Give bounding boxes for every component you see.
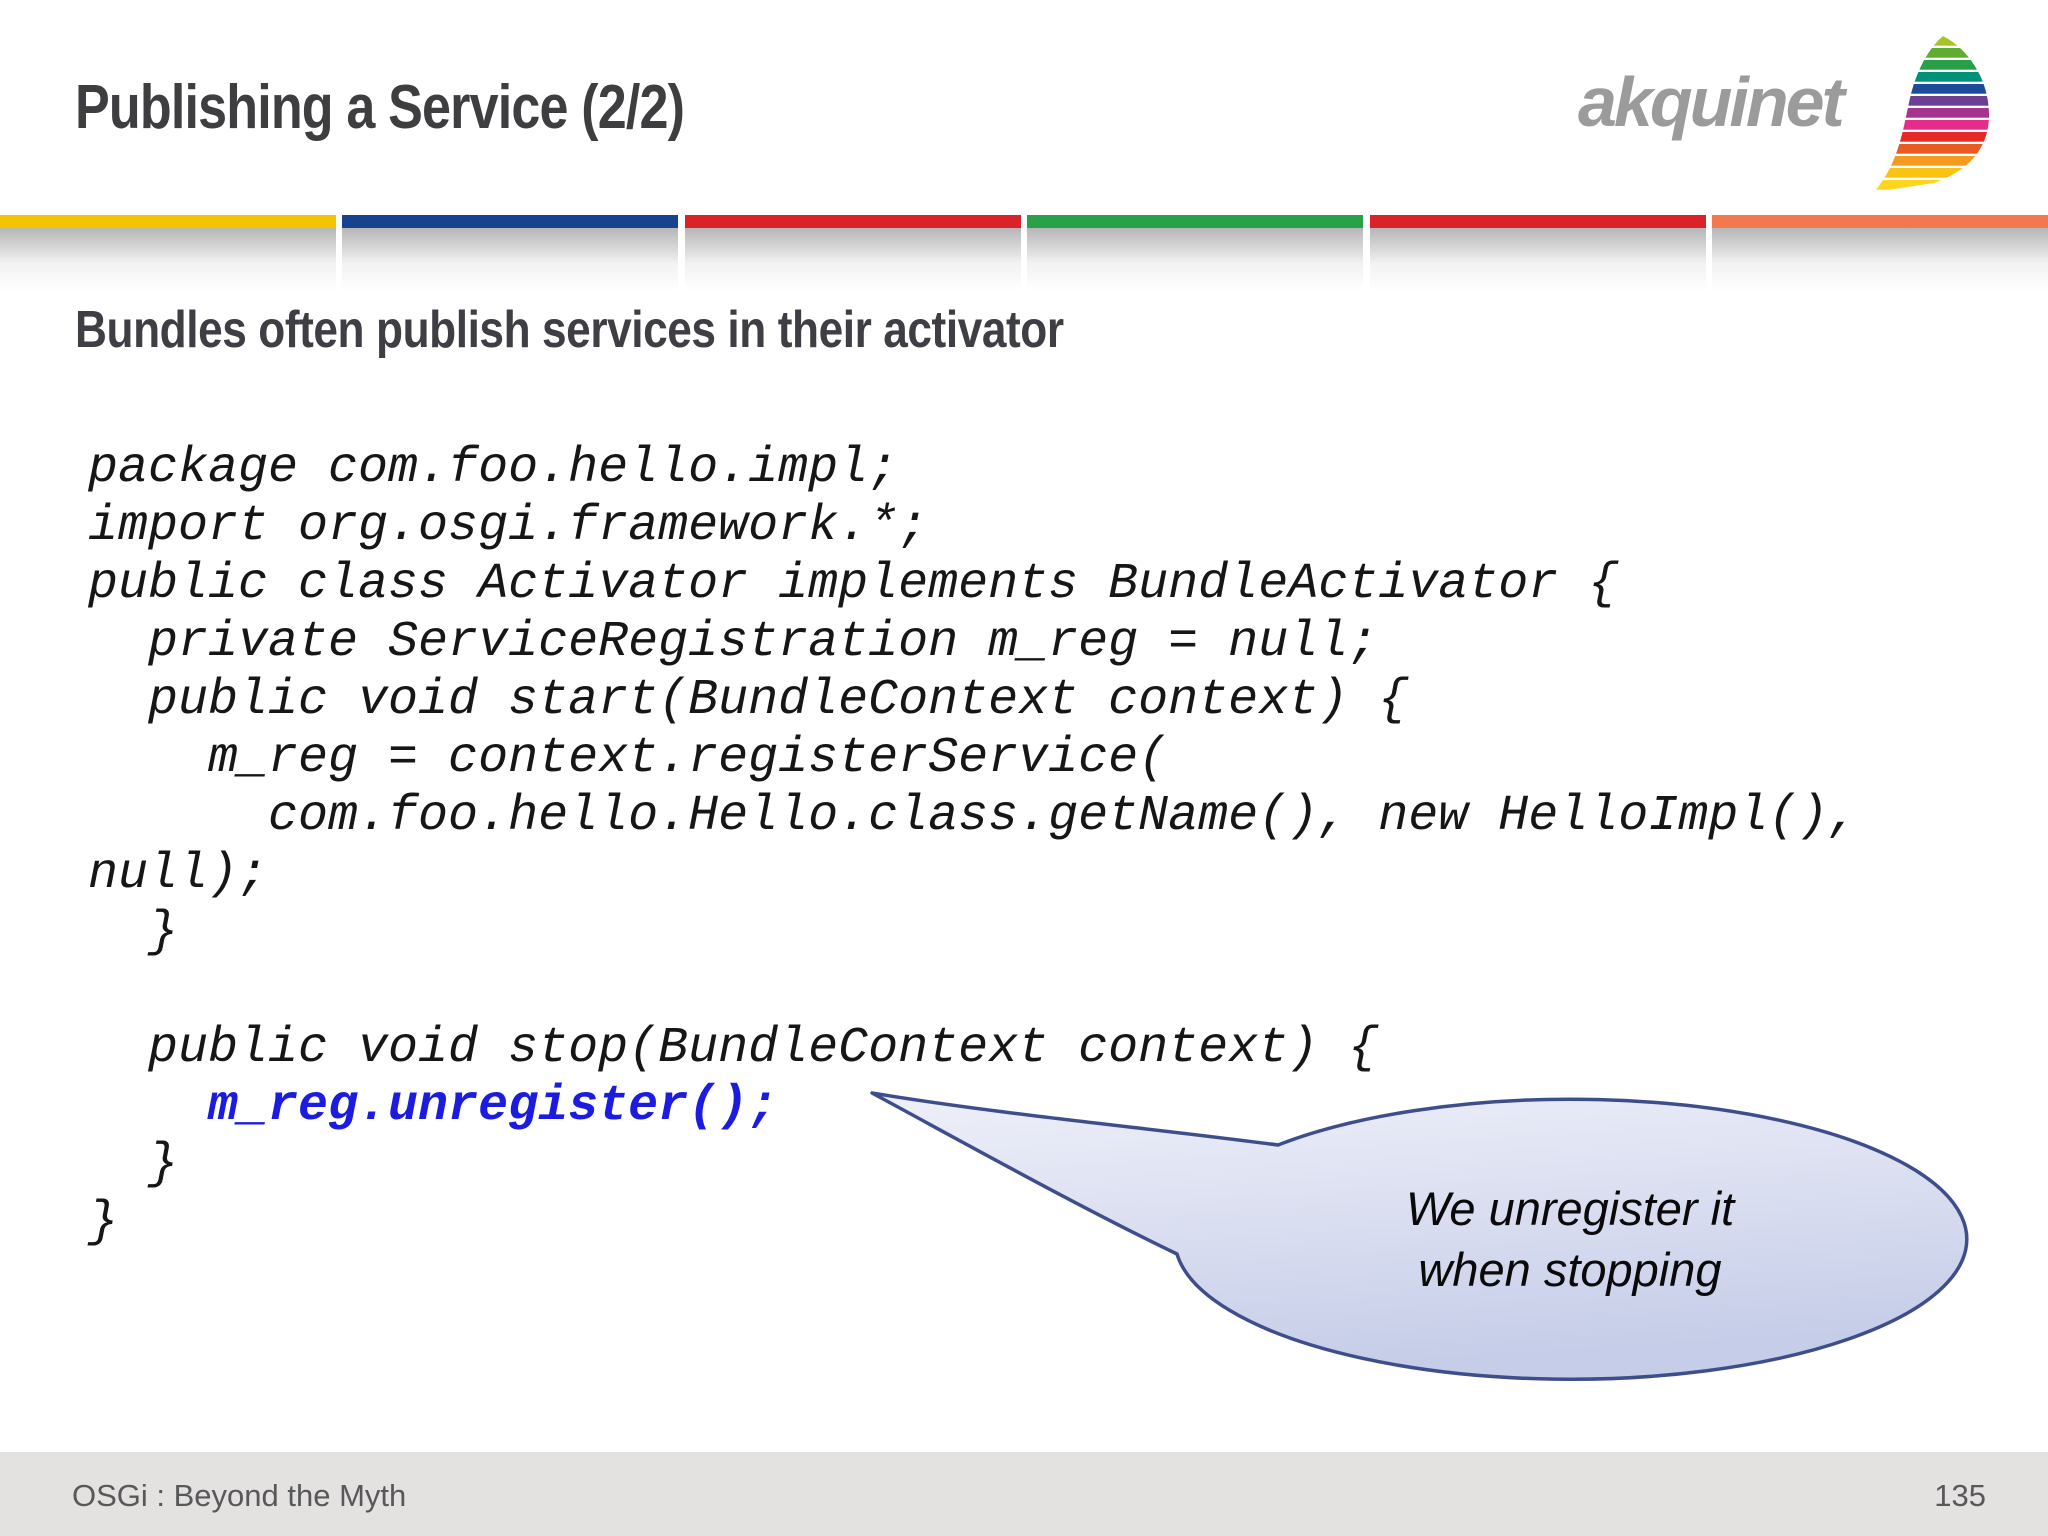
swoosh-stripe [1874,96,1990,106]
code-line: public void stop(BundleContext context) … [88,1020,1379,1077]
code-line [88,962,1858,1020]
divider-segment [1369,215,1706,292]
swoosh-stripe [1874,72,1990,82]
code-line: null); [88,846,269,903]
swoosh-stripe [1874,84,1990,94]
callout-line-1: We unregister it [1405,1182,1735,1235]
code-line: public void start(BundleContext context)… [88,672,1409,729]
footer-bar: OSGi : Beyond the Myth 135 [0,1452,2048,1536]
divider-segment [1712,215,2048,292]
code-line-highlighted: m_reg.unregister(); [88,1078,779,1135]
divider-segment [342,215,679,292]
code-line: } [88,1136,179,1193]
akquinet-logo-text: akquinet [1578,63,1845,141]
divider-segment [1027,215,1364,292]
swoosh-stripe [1874,156,1990,166]
footer-page-number: 135 [1934,1478,1986,1513]
swoosh-stripe [1874,48,1990,58]
swoosh-stripe [1874,132,1990,142]
code-line: private ServiceRegistration m_reg = null… [88,614,1379,671]
divider-segment [684,215,1021,292]
swoosh-stripe [1874,108,1990,118]
swoosh-stripe [1874,180,1990,190]
code-line: m_reg = context.registerService( [88,730,1169,787]
code-line: } [88,1194,119,1251]
akquinet-swoosh-icon [1874,36,1990,190]
code-line: package com.foo.hello.impl; [88,440,899,497]
slide-subtitle: Bundles often publish services in their … [75,301,1064,359]
code-line: import org.osgi.framework.*; [88,498,929,555]
swoosh-stripe [1874,144,1990,154]
footer-title: OSGi : Beyond the Myth [72,1478,407,1513]
code-line: public class Activator implements Bundle… [88,556,1619,613]
callout-text: We unregister it when stopping [1406,1178,1734,1300]
page-title: Publishing a Service (2/2) [75,73,685,142]
swoosh-stripe [1874,168,1990,178]
callout-line-2: when stopping [1418,1243,1722,1296]
swoosh-stripe [1874,36,1990,46]
code-line: } [88,904,179,961]
swoosh-stripe [1874,120,1990,130]
code-block: package com.foo.hello.impl;import org.os… [88,440,1858,1252]
divider-bar [0,0,2048,300]
code-line: com.foo.hello.Hello.class.getName(), new… [88,788,1859,845]
swoosh-stripe [1874,60,1990,70]
divider-segment [0,215,336,292]
